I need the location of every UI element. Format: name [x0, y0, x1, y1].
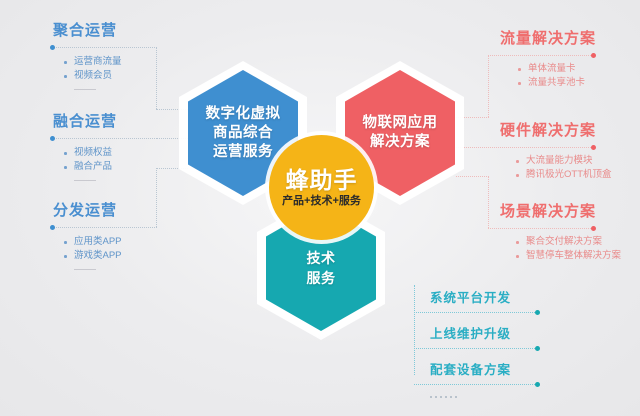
- left-bracket-join-1: [156, 109, 188, 110]
- left-bullets-2: 视频权益 融合产品: [62, 146, 112, 188]
- right-bracket-top-3: [488, 228, 593, 229]
- list-item: 视频会员: [62, 69, 122, 83]
- hexagon-label: 数字化虚拟 商品综合 运营服务: [205, 105, 281, 160]
- bottom-divider-3: [414, 384, 537, 385]
- hexagon-label: 技术 服务: [306, 250, 336, 286]
- bottom-node-dot-1: [535, 310, 540, 315]
- list-item: 腾讯极光OTT机顶盒: [514, 168, 612, 182]
- left-bracket-top-3: [52, 227, 157, 228]
- right-bullets-1: 单体流量卡 流量共享池卡: [516, 62, 585, 90]
- right-group-title-2: 硬件解决方案: [500, 122, 597, 139]
- list-item: 聚合交付解决方案: [514, 235, 621, 249]
- left-group-title-2: 融合运营: [53, 113, 118, 130]
- left-bracket-right-1: [156, 47, 157, 109]
- left-bracket-top-2: [52, 138, 157, 139]
- bottom-item-3: 配套设备方案: [430, 363, 512, 377]
- list-item-ellipsis: [62, 83, 122, 97]
- right-group-title-1: 流量解决方案: [500, 30, 597, 47]
- brand-tagline: 产品+技术+服务: [282, 195, 361, 207]
- list-item: 流量共享池卡: [516, 76, 585, 90]
- list-item-cont: 融合产品: [62, 160, 112, 174]
- list-item-ellipsis: [62, 174, 112, 188]
- right-bracket-left-3: [488, 176, 489, 228]
- bottom-item-1: 系统平台开发: [430, 291, 512, 305]
- left-group-title-3: 分发运营: [53, 202, 118, 219]
- list-item: 游戏类APP: [62, 249, 122, 263]
- left-bracket-join-3: [156, 168, 188, 169]
- list-item: 智慧停车整体解决方案: [514, 249, 621, 263]
- bottom-bracket-vertical: [414, 285, 415, 375]
- left-bracket-join-2: [156, 138, 188, 139]
- right-group-title-3: 场景解决方案: [500, 203, 597, 220]
- list-item: 单体流量卡: [516, 62, 585, 76]
- left-node-dot-2: [50, 136, 55, 141]
- right-bracket-join-1: [456, 117, 489, 118]
- right-bracket-top-1: [488, 55, 593, 56]
- list-item-ellipsis: [62, 263, 122, 277]
- list-item: 视频权益: [62, 146, 112, 160]
- hexagon-label: 物联网应用 解决方案: [362, 115, 438, 150]
- brand-name: 蜂助手: [285, 167, 358, 193]
- right-node-dot-3: [591, 226, 596, 231]
- left-bracket-top-1: [52, 47, 157, 48]
- bottom-item-2: 上线维护升级: [430, 327, 512, 341]
- left-node-dot-1: [50, 45, 55, 50]
- bottom-divider-1: [414, 312, 537, 313]
- right-bullets-2: 大流量能力模块 腾讯极光OTT机顶盒: [514, 154, 612, 182]
- list-item: 应用类APP: [62, 235, 122, 249]
- right-node-dot-2: [591, 145, 596, 150]
- bottom-ellipsis-dots: [430, 396, 457, 398]
- bottom-node-dot-2: [535, 346, 540, 351]
- bottom-divider-2: [414, 348, 537, 349]
- left-bracket-right-3: [156, 168, 157, 227]
- center-brand-circle[interactable]: 蜂助手 产品+技术+服务: [269, 135, 374, 240]
- left-bullets-3: 应用类APP 游戏类APP: [62, 235, 122, 277]
- right-node-dot-1: [591, 53, 596, 58]
- left-node-dot-3: [50, 225, 55, 230]
- list-item: 大流量能力模块: [514, 154, 612, 168]
- right-bracket-join-2: [456, 147, 489, 148]
- left-bullets-1: 运营商流量 视频会员: [62, 55, 122, 97]
- right-bullets-3: 聚合交付解决方案 智慧停车整体解决方案: [514, 235, 621, 263]
- right-bracket-top-2: [488, 147, 593, 148]
- bottom-node-dot-3: [535, 382, 540, 387]
- right-bracket-join-3: [456, 176, 489, 177]
- left-group-title-1: 聚合运营: [53, 22, 118, 39]
- right-bracket-left-1: [488, 55, 489, 117]
- list-item: 运营商流量: [62, 55, 122, 69]
